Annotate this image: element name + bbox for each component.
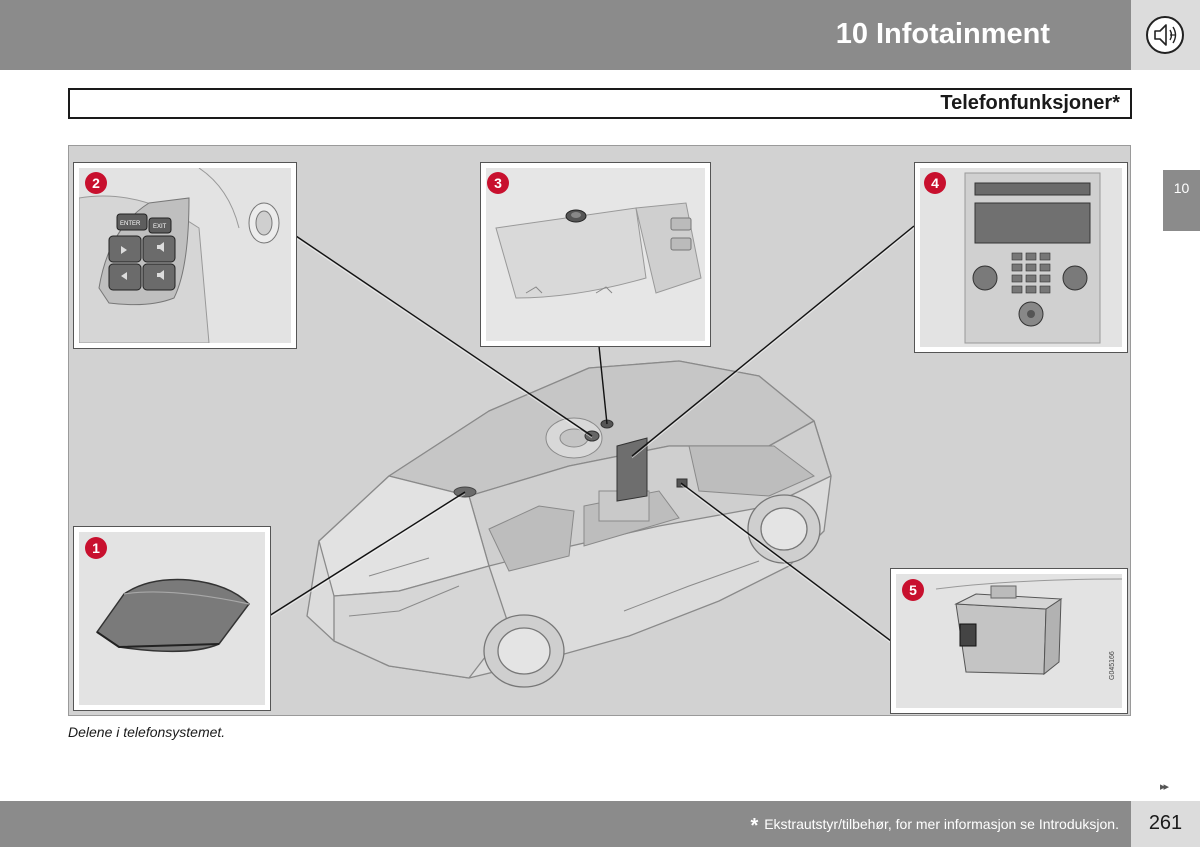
roof-antenna-image [95, 578, 250, 653]
figure-code: G045166 [1109, 651, 1116, 680]
inset-steering-wheel-keypad: ENTER EXIT [73, 162, 297, 349]
chapter-title: 10 Infotainment [835, 18, 1050, 50]
inset-center-console-keypad [914, 162, 1128, 353]
inset-1-image [79, 532, 265, 705]
callout-5: 5 [902, 579, 924, 601]
page-number: 261 [1148, 812, 1183, 834]
exit-button-label: EXIT [153, 224, 167, 230]
roof-microphone-image [486, 168, 705, 341]
chapter-tab-label: 10 [1173, 180, 1190, 196]
footnote-text: Ekstrautstyr/tilbehør, for mer informasj… [764, 816, 1119, 832]
section-title: Telefonfunksjoner* [940, 92, 1120, 114]
page-number-box: 261 [1131, 801, 1200, 847]
next-page-arrows: ▸▸ [1160, 781, 1169, 793]
car-illustration [268, 225, 915, 688]
inset-roof-microphone [480, 162, 711, 347]
callout-4: 4 [924, 172, 946, 194]
footer-bar: * Ekstrautstyr/tilbehør, for mer informa… [0, 801, 1131, 847]
phone-system-figure: 1 ENTER EXIT [68, 145, 1131, 716]
steering-wheel-keypad-image: ENTER EXIT [79, 168, 280, 343]
inset-2-image: ENTER EXIT [79, 168, 291, 343]
header-bar: 10 Infotainment [0, 0, 1131, 70]
figure-caption: Delene i telefonsystemet. [68, 724, 226, 740]
inset-3-image [486, 168, 705, 341]
center-console-image [964, 172, 1101, 344]
speaker-sound-icon [1146, 16, 1184, 54]
inset-roof-antenna [73, 526, 271, 711]
callout-2: 2 [85, 172, 107, 194]
header-icon-box [1131, 0, 1200, 70]
section-heading-box: Telefonfunksjoner* [68, 88, 1132, 119]
inset-5-image [896, 574, 1122, 708]
footnote: * Ekstrautstyr/tilbehør, for mer informa… [751, 815, 1120, 838]
inset-4-image [920, 168, 1122, 347]
enter-button-label: ENTER [120, 221, 141, 227]
phone-module-image [935, 578, 1122, 676]
callout-1: 1 [85, 537, 107, 559]
footnote-star: * [750, 815, 759, 837]
chapter-tab[interactable]: 10 [1163, 170, 1200, 231]
callout-3: 3 [487, 172, 509, 194]
inset-phone-module [890, 568, 1128, 714]
